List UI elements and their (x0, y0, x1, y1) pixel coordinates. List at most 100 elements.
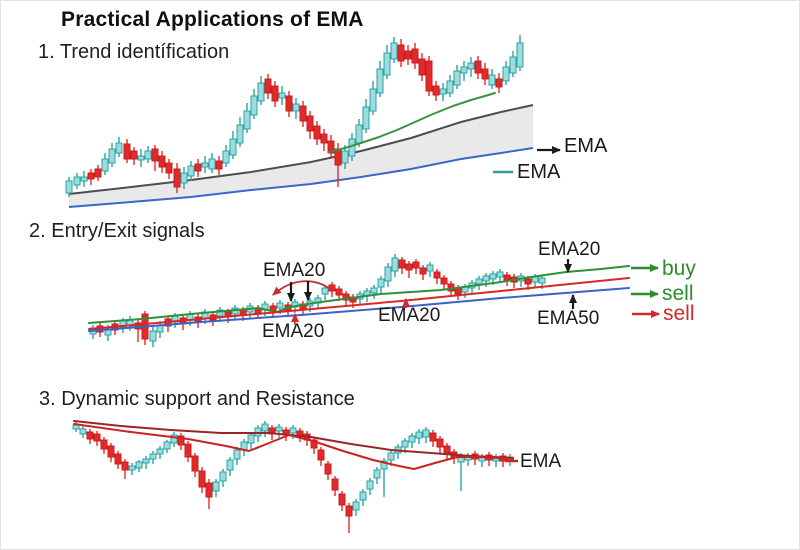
annotation-label: EMA (517, 161, 561, 183)
bull-candle (370, 287, 378, 294)
bear-candle (524, 278, 532, 285)
bear-candle (398, 259, 406, 269)
bull-candle (149, 453, 157, 460)
bear-candle (495, 78, 503, 88)
bear-candle (503, 274, 511, 281)
bull-candle (219, 471, 227, 482)
bear-candle (205, 482, 213, 498)
bull-candle (489, 273, 497, 280)
bull-candle (366, 480, 374, 490)
bull-candle (376, 68, 384, 94)
annotation-label: EMA20 (378, 305, 440, 326)
annotation-label: sell (663, 302, 695, 325)
section-3-heading: 3. Dynamic support and Resistance (39, 388, 355, 410)
bull-candle (275, 426, 283, 432)
bull-candle (439, 88, 447, 95)
ema-line (73, 420, 514, 459)
annotation-label: buy (662, 257, 696, 280)
annotation-label: EMA20 (262, 321, 324, 342)
bear-candle (481, 68, 489, 80)
bull-candle (73, 176, 81, 186)
bear-candle (335, 288, 343, 296)
ema-line (88, 277, 630, 330)
bear-candle (317, 449, 325, 461)
bull-candle (216, 309, 224, 317)
bull-candle (108, 148, 116, 164)
bull-candle (201, 162, 209, 168)
bull-candle (149, 330, 157, 342)
bear-candle (191, 455, 199, 472)
bear-candle (405, 263, 413, 271)
bear-candle (87, 172, 95, 180)
bull-candle (187, 165, 195, 177)
bear-candle (86, 431, 94, 440)
bull-candle (422, 429, 430, 438)
bull-candle (156, 448, 164, 455)
bull-candle (128, 465, 136, 471)
bear-candle (194, 163, 202, 172)
bear-candle (177, 435, 185, 446)
bull-candle (163, 441, 171, 450)
bear-candle (184, 443, 192, 458)
section-2-heading: 2. Entry/Exit signals (29, 220, 205, 242)
bear-candle (474, 60, 482, 74)
annotation-label: sell (662, 282, 694, 305)
bear-candle (151, 148, 159, 162)
bull-candle (377, 278, 385, 288)
bull-candle (233, 449, 241, 460)
bull-candle (516, 42, 524, 68)
bear-candle (313, 125, 321, 140)
bull-candle (387, 452, 395, 461)
ema-line (73, 423, 514, 470)
bull-candle (72, 424, 80, 430)
bull-candle (135, 461, 143, 469)
bull-candle (362, 106, 370, 130)
bear-candle (412, 261, 420, 269)
bear-candle (324, 463, 332, 475)
annotation-label: EMA (520, 451, 562, 472)
bear-candle (411, 48, 419, 64)
bull-candle (115, 142, 123, 154)
bull-candle (391, 257, 399, 272)
bull-candle (292, 103, 300, 112)
bull-candle (80, 176, 88, 182)
bull-candle (482, 275, 490, 282)
bear-candle (338, 493, 346, 506)
bear-candle (320, 133, 328, 144)
ema-line (328, 92, 496, 153)
bull-candle (460, 66, 468, 74)
bear-candle (198, 470, 206, 488)
bear-candle (429, 432, 437, 442)
annotation-label: EMA20 (263, 260, 325, 281)
figure-title: Practical Applications of EMA (61, 8, 364, 31)
bear-candle (425, 60, 433, 92)
bear-candle (397, 44, 405, 62)
bull-candle (278, 92, 286, 99)
bear-candle (121, 461, 129, 471)
section-1-heading: 1. Trend identífication (38, 41, 230, 63)
bear-candle (433, 271, 441, 279)
bear-candle (107, 445, 115, 458)
bear-candle (345, 505, 353, 517)
bear-candle (130, 150, 138, 160)
bull-candle (142, 458, 150, 464)
bull-candle (222, 150, 230, 164)
bear-candle (158, 155, 166, 168)
bull-candle (236, 124, 244, 144)
ema-band-bottom-line (68, 147, 534, 208)
bear-candle (327, 140, 335, 154)
bull-candle (208, 158, 216, 170)
bear-candle (114, 453, 122, 465)
bull-candle (509, 56, 517, 74)
bull-candle (276, 302, 284, 309)
bull-candle (390, 42, 398, 60)
bear-candle (334, 148, 342, 166)
bull-candle (250, 95, 258, 116)
bull-candle (352, 501, 360, 511)
bull-candle (475, 278, 483, 285)
bull-candle (229, 138, 237, 156)
bear-candle (436, 438, 444, 448)
annotation-arrow (272, 280, 330, 296)
bear-candle (331, 478, 339, 491)
